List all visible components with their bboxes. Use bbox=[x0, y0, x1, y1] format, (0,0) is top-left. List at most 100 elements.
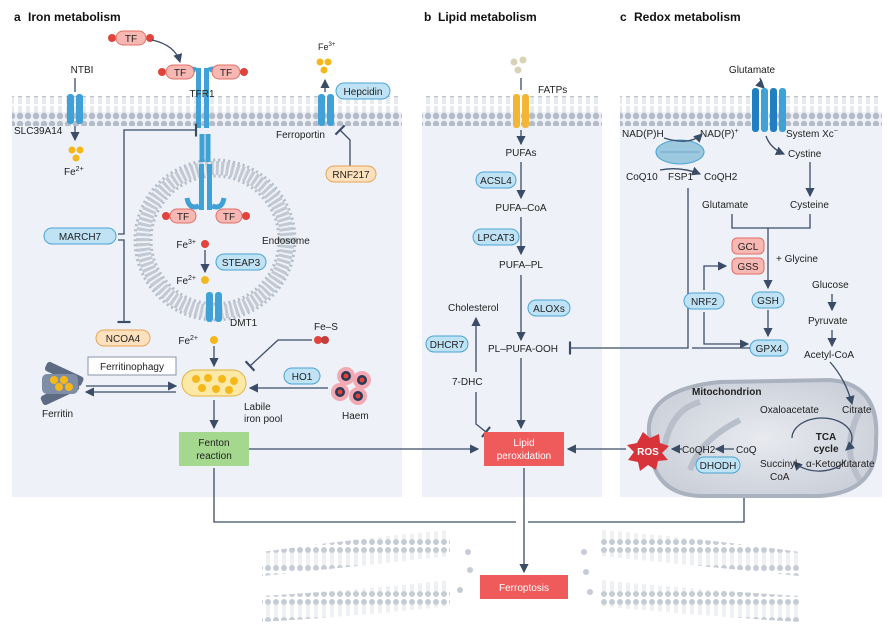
dhc-inhibit-line bbox=[475, 392, 491, 438]
akg-label: α-Ketoglutarate bbox=[806, 459, 875, 470]
lpcat3-label: LPCAT3 bbox=[477, 233, 514, 244]
lipid-perox-label-1: Lipid bbox=[513, 438, 534, 449]
coq-label: CoQ bbox=[736, 445, 757, 456]
coq10-label: CoQ10 bbox=[626, 172, 658, 183]
system-xc-label: System Xc− bbox=[786, 128, 838, 140]
mitochondrion-label: Mitochondrion bbox=[692, 387, 761, 398]
system-xc-transporter bbox=[752, 88, 786, 132]
lipid-membrane bbox=[422, 96, 602, 126]
fenton-box bbox=[179, 432, 249, 466]
mitochondrion bbox=[646, 377, 879, 498]
acsl4-pill: ACSL4 bbox=[475, 171, 517, 189]
panel-a-letter: a bbox=[14, 10, 21, 24]
citrate-label: Citrate bbox=[842, 405, 872, 416]
fe-export-cluster bbox=[316, 58, 332, 74]
dmt1-transporter bbox=[206, 292, 222, 322]
pyruvate-label: Pyruvate bbox=[808, 316, 848, 327]
ferroptosis-label: Ferroptosis bbox=[499, 583, 549, 594]
fes-dot-2 bbox=[321, 336, 329, 344]
glutamate-label: Glutamate bbox=[702, 200, 749, 211]
fes-inhibit-line bbox=[244, 339, 312, 372]
labile-label-1: Labile bbox=[244, 402, 271, 413]
panel-c-title: Redox metabolism bbox=[634, 10, 741, 24]
endosome-tf-right: TF bbox=[215, 208, 250, 224]
ntbi-label: NTBI bbox=[71, 65, 94, 76]
cystine-label: Cystine bbox=[788, 149, 822, 160]
dmt1-label: DMT1 bbox=[230, 318, 258, 329]
fsp1-inhibit-line bbox=[568, 188, 689, 355]
glycine-label: + Glycine bbox=[776, 254, 818, 265]
coqh2-mito-label: CoQH2 bbox=[682, 445, 716, 456]
dhodh-label: DHODH bbox=[700, 461, 737, 472]
redox-membrane bbox=[620, 96, 882, 126]
cystine-in-arrow bbox=[765, 135, 786, 156]
glu-cys-merge bbox=[731, 214, 811, 229]
ferritinophagy-label: Ferritinophagy bbox=[100, 362, 164, 373]
ferroportin-label: Ferroportin bbox=[276, 130, 325, 141]
acetyl-to-citrate-arrow bbox=[829, 361, 855, 406]
dhodh-pill: DHODH bbox=[695, 456, 741, 474]
ferroportin-transporter bbox=[318, 94, 334, 126]
slc39a14-label: SLC39A14 bbox=[14, 126, 63, 137]
cysteine-label: Cysteine bbox=[790, 200, 829, 211]
fenton-label-1: Fenton bbox=[198, 438, 229, 449]
lpcat3-pill: LPCAT3 bbox=[472, 228, 520, 246]
aloxs-pill: ALOXs bbox=[527, 299, 571, 317]
panel-b-title: Lipid metabolism bbox=[438, 10, 537, 24]
cholesterol-label: Cholesterol bbox=[448, 303, 499, 314]
endosome-label: Endosome bbox=[262, 236, 310, 247]
fe2-endo-dot bbox=[201, 276, 209, 284]
steap3-label: STEAP3 bbox=[222, 258, 261, 269]
nadp-label: NAD(P)+ bbox=[700, 128, 739, 140]
pufa-pl-label: PUFA–PL bbox=[499, 260, 543, 271]
ncoa4-label: NCOA4 bbox=[106, 334, 141, 345]
fe2-left-label: Fe2+ bbox=[64, 166, 84, 178]
iron-to-ferroptosis-line bbox=[213, 468, 516, 523]
ncoa4-pill: NCOA4 bbox=[95, 329, 151, 347]
gpx4-pill: GPX4 bbox=[749, 339, 789, 357]
nadph-arrow bbox=[663, 133, 703, 143]
dhc7-label: 7-DHC bbox=[452, 377, 483, 388]
pufa-coa-label: PUFA–CoA bbox=[495, 203, 546, 214]
fe3-endo-label: Fe3+ bbox=[176, 239, 196, 251]
aloxs-label: ALOXs bbox=[533, 304, 565, 315]
rnf217-inhibit-line bbox=[334, 124, 351, 170]
tf-top-pill: TF bbox=[108, 30, 154, 46]
lipid-peroxidation-box bbox=[484, 432, 564, 466]
labile-iron-pool bbox=[181, 369, 247, 397]
fe3-ferroportin-label: Fe3+ bbox=[318, 42, 336, 52]
tf-left-pill: TF bbox=[158, 64, 195, 80]
gss-pill: GSS bbox=[731, 257, 765, 275]
tf-to-tfr1-arrow bbox=[151, 39, 183, 64]
gsh-pill: GSH bbox=[751, 291, 785, 309]
fatps-transporter bbox=[513, 94, 529, 128]
hepcidin-pill: Hepcidin bbox=[335, 82, 391, 100]
fatps-label: FATPs bbox=[538, 85, 567, 96]
pl-ooh-label: PL–PUFA-OOH bbox=[488, 344, 558, 355]
tf-left-label: TF bbox=[174, 68, 186, 79]
ho1-pill: HO1 bbox=[283, 367, 321, 385]
panel-a-title: Iron metabolism bbox=[28, 10, 121, 24]
fes-dot-1 bbox=[314, 336, 322, 344]
coq10-arrow bbox=[659, 166, 702, 176]
endosome-tfr1 bbox=[184, 164, 227, 210]
haem-icon bbox=[331, 367, 371, 405]
coqh2-top-label: CoQH2 bbox=[704, 172, 738, 183]
glucose-label: Glucose bbox=[812, 280, 849, 291]
rnf217-pill: RNF217 bbox=[325, 165, 377, 183]
fe3-dot bbox=[201, 240, 209, 248]
dhcr7-pill: DHCR7 bbox=[425, 335, 469, 353]
panel-c-letter: c bbox=[620, 10, 627, 24]
succinyl-label-1: Succinyl- bbox=[760, 459, 801, 470]
acetyl-coa-label: Acetyl-CoA bbox=[804, 350, 854, 361]
gss-label: GSS bbox=[737, 262, 758, 273]
gsh-label: GSH bbox=[757, 296, 779, 307]
nrf2-label: NRF2 bbox=[691, 297, 718, 308]
ferritin-icon bbox=[40, 361, 84, 405]
tfr1-label: TFR1 bbox=[190, 89, 215, 100]
labile-label-2: iron pool bbox=[244, 414, 282, 425]
tf-right-pill: TF bbox=[211, 64, 248, 80]
gcl-label: GCL bbox=[738, 242, 759, 253]
glutamate-out-arrow bbox=[755, 77, 765, 89]
panel-b-letter: b bbox=[424, 10, 431, 24]
